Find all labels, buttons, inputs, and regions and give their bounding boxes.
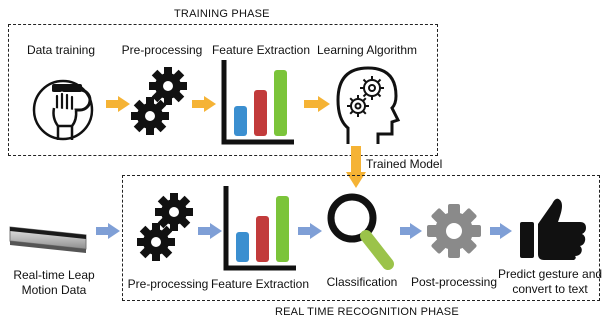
gears-icon	[131, 67, 187, 135]
arrow-right-icon	[490, 223, 512, 239]
input-label-line2: Motion Data	[21, 283, 87, 297]
input-label-line1: Real-time Leap	[13, 268, 95, 282]
recognition-step-label-feature-extraction: Feature Extraction	[210, 277, 310, 291]
thumbs-up-icon	[520, 198, 586, 260]
gears-icon	[137, 193, 193, 261]
leap-motion-device-icon	[9, 226, 87, 253]
recognition-step-label-predict-line2: convert to text	[512, 282, 588, 296]
arrow-right-icon	[192, 96, 216, 112]
arrow-right-icon	[400, 223, 422, 239]
arrow-right-icon	[298, 223, 322, 239]
head-with-gears-icon	[336, 66, 401, 144]
recognition-step-label-post-processing: Post-processing	[410, 275, 498, 289]
training-step-label-pre-processing: Pre-processing	[121, 43, 203, 57]
recognition-step-label-predict-line1: Predict gesture and	[498, 267, 603, 281]
bar-chart-icon	[221, 60, 294, 145]
training-step-label-learning-algorithm: Learning Algorithm	[316, 43, 418, 57]
recognition-step-label-pre-processing: Pre-processing	[127, 277, 209, 291]
trained-model-arrow-icon	[346, 146, 366, 188]
trained-model-label: Trained Model	[366, 157, 443, 171]
arrow-right-icon	[106, 96, 130, 112]
training-step-label-data-training: Data training	[26, 43, 96, 57]
training-step-label-feature-extraction: Feature Extraction	[211, 43, 311, 57]
recognition-phase-box	[122, 175, 600, 301]
bar-chart-icon	[223, 186, 296, 271]
training-phase-box	[8, 24, 438, 156]
gear-icon	[427, 204, 481, 258]
arrow-right-icon	[96, 223, 120, 239]
training-phase-title: TRAINING PHASE	[174, 8, 270, 20]
hand-on-leap-sensor-icon	[32, 79, 94, 141]
recognition-step-label-classification: Classification	[326, 275, 398, 289]
magnifier-icon	[327, 193, 394, 270]
arrow-right-icon	[304, 96, 330, 112]
recognition-phase-title: REAL TIME RECOGNITION PHASE	[275, 306, 459, 318]
arrow-right-icon	[198, 223, 222, 239]
